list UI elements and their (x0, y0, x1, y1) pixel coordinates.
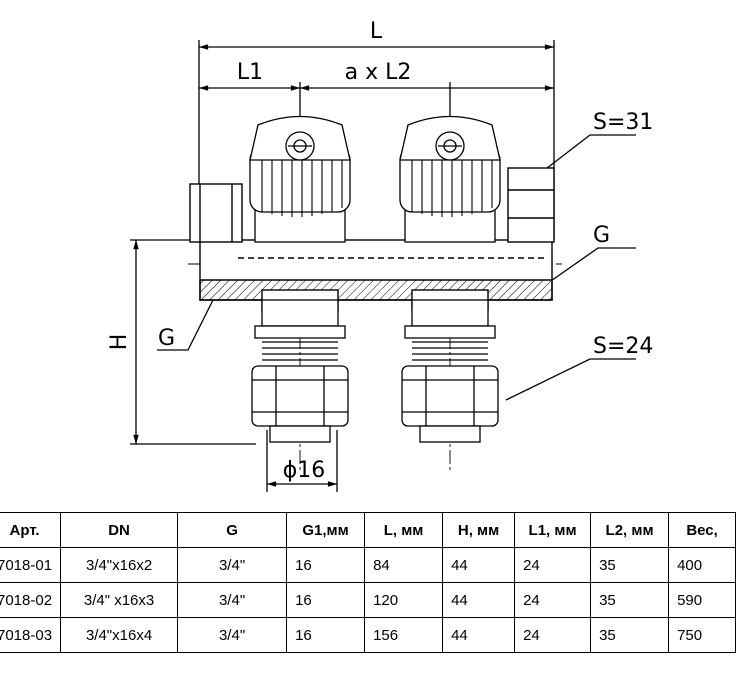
cell-weight: 400 (668, 547, 737, 583)
cell-g: 3/4" (177, 582, 288, 618)
cell-weight: 590 (668, 582, 737, 618)
outlet-fitting-left (251, 299, 349, 443)
cell-l2: 35 (590, 582, 670, 618)
label-L1: L1 (237, 60, 263, 85)
manifold-technical-drawing: L L1 a x L2 H S=31 G G S=24 ϕ16 (107, 19, 653, 492)
spec-table: Арт. DN G G1,мм L, мм H, мм L1, мм L2, м… (0, 512, 737, 653)
cell-l1: 24 (514, 582, 592, 618)
cell-dn: 3/4"x16x2 (60, 547, 179, 583)
col-header-g1: G1,мм (286, 512, 366, 548)
label-a-x-L2: a x L2 (345, 60, 412, 85)
label-S31: S=31 (593, 110, 653, 135)
col-header-weight: Вес, (668, 512, 737, 548)
cell-dn: 3/4" x16x3 (60, 582, 179, 618)
cell-l2: 35 (590, 617, 670, 653)
cell-h: 44 (442, 617, 516, 653)
label-L: L (370, 19, 383, 44)
leader-S24 (505, 358, 636, 401)
col-header-l1: L1, мм (514, 512, 592, 548)
label-S24: S=24 (593, 334, 653, 359)
cell-g1: 16 (286, 547, 366, 583)
cell-art: 7018-02 (0, 582, 62, 618)
valve-knob-left (249, 115, 351, 243)
cell-art: 7018-01 (0, 547, 62, 583)
col-header-art: Арт. (0, 512, 62, 548)
valve-knob-right (399, 115, 501, 243)
cell-h: 44 (442, 582, 516, 618)
cell-l: 120 (364, 582, 444, 618)
cell-h: 44 (442, 547, 516, 583)
cell-l1: 24 (514, 547, 592, 583)
cell-g: 3/4" (177, 547, 288, 583)
cell-l2: 35 (590, 547, 670, 583)
label-H: H (107, 334, 132, 351)
col-header-l2: L2, мм (590, 512, 670, 548)
cell-g1: 16 (286, 617, 366, 653)
leader-G-left (157, 297, 215, 351)
cell-dn: 3/4"x16x4 (60, 617, 179, 653)
cell-g1: 16 (286, 582, 366, 618)
table-header-row: Арт. DN G G1,мм L, мм H, мм L1, мм L2, м… (0, 512, 737, 548)
cell-l1: 24 (514, 617, 592, 653)
label-G-left: G (158, 326, 175, 351)
col-header-dn: DN (60, 512, 179, 548)
cell-art: 7018-03 (0, 617, 62, 653)
cell-g: 3/4" (177, 617, 288, 653)
label-diameter-16: ϕ16 (283, 458, 326, 483)
table-row: 7018-03 3/4"x16x4 3/4" 16 156 44 24 35 7… (0, 617, 737, 653)
col-header-l: L, мм (364, 512, 444, 548)
leader-S31 (537, 134, 636, 176)
col-header-h: H, мм (442, 512, 516, 548)
label-G-right: G (593, 223, 610, 248)
table-row: 7018-01 3/4"x16x2 3/4" 16 84 44 24 35 40… (0, 547, 737, 583)
cell-l: 156 (364, 617, 444, 653)
cell-weight: 750 (668, 617, 737, 653)
cell-l: 84 (364, 547, 444, 583)
leader-G-right (547, 247, 636, 284)
col-header-g: G (177, 512, 288, 548)
outlet-fitting-right (401, 299, 499, 443)
table-row: 7018-02 3/4" x16x3 3/4" 16 120 44 24 35 … (0, 582, 737, 618)
